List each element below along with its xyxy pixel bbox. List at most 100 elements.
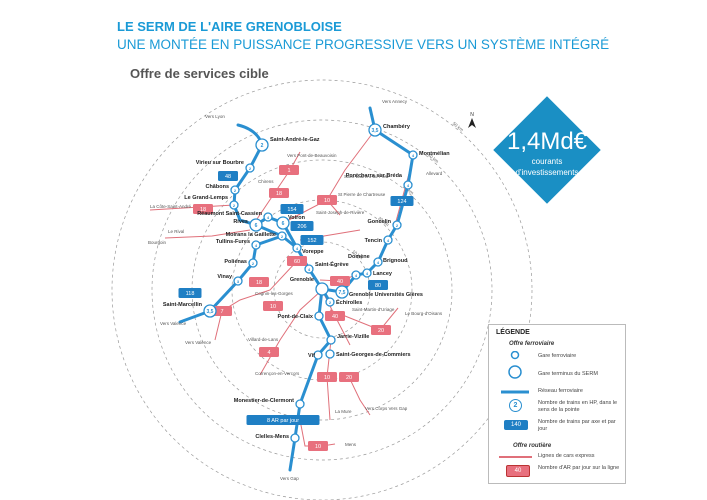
station-trains-count: 2 bbox=[281, 234, 284, 239]
station-label: Virieu sur Bourbre bbox=[196, 160, 244, 166]
ring-label: 20 km bbox=[377, 216, 390, 228]
legend-network: Réseau ferroviaire bbox=[538, 388, 583, 394]
investment-amount: 1,4Md€ bbox=[506, 128, 588, 155]
station-trains-count: 2 bbox=[261, 143, 264, 149]
station-1 bbox=[245, 163, 255, 173]
distance-ring bbox=[151, 119, 493, 461]
station-label: Lancey bbox=[373, 271, 393, 277]
place-label: La Mure bbox=[335, 409, 352, 414]
legend-coach: Lignes de cars express bbox=[538, 453, 595, 459]
legend-title: LÉGENDE bbox=[496, 329, 530, 336]
station-30 bbox=[290, 433, 300, 443]
road-badge-label: 7 bbox=[220, 309, 223, 315]
coach-line bbox=[259, 289, 323, 376]
station-label: Domène bbox=[348, 254, 370, 260]
station-7 bbox=[277, 231, 287, 241]
station-22 bbox=[403, 180, 413, 190]
rail-badge bbox=[218, 171, 238, 181]
legend-rail-section: Offre ferroviaire bbox=[509, 341, 555, 347]
road-badge bbox=[317, 372, 337, 382]
road-badge bbox=[259, 347, 279, 357]
coach-line bbox=[348, 376, 371, 416]
coach-line bbox=[214, 260, 298, 341]
north-arrow-icon bbox=[468, 118, 476, 128]
station-label: Saint-André-le-Gaz bbox=[270, 137, 320, 143]
place-label: Corrençon-en-Vercors bbox=[255, 371, 300, 376]
station-trains-count: 2 bbox=[234, 188, 237, 193]
station-trains-count: 2 bbox=[233, 203, 236, 208]
station-label: Vinay bbox=[217, 274, 233, 280]
legend-ar: Nombre d'AR par jour sur la ligne bbox=[538, 465, 620, 471]
station-label: Pontcharra sur Bréda bbox=[346, 173, 403, 179]
station-25 bbox=[314, 311, 324, 321]
place-label: Saint-Martin-d'Uriage bbox=[352, 307, 395, 312]
station-label: Saint-Marcellin bbox=[163, 302, 203, 308]
road-badge bbox=[371, 325, 391, 335]
road-badge bbox=[249, 277, 269, 287]
station-label: Poliénas bbox=[224, 259, 247, 265]
coach-line bbox=[282, 129, 376, 224]
legend-axis: Nombre de trains par axe et par jour bbox=[538, 419, 616, 432]
place-label: Vers Gap bbox=[280, 476, 299, 481]
place-label: Saint-Joseph-de-Rivière bbox=[316, 210, 365, 215]
rail-badge-label: 118 bbox=[186, 291, 195, 297]
station-trains-count: 6 bbox=[255, 223, 258, 229]
station-label: Vif bbox=[308, 353, 315, 359]
station-label: Grenoble Universités Gières bbox=[349, 292, 423, 298]
road-badge-label: 20 bbox=[346, 375, 352, 381]
road-badge bbox=[339, 372, 359, 382]
rail-badge-label: 80 bbox=[375, 283, 381, 289]
station-label: Réaumont Saint-Cassien bbox=[197, 211, 262, 217]
station-trains-count: 2 bbox=[252, 261, 255, 266]
station-label: Saint-Égrève bbox=[315, 260, 349, 268]
station-trains-count: 3 bbox=[237, 279, 240, 284]
distance-ring bbox=[231, 199, 413, 381]
section-title: Offre de services cible bbox=[130, 66, 269, 81]
north-label: N bbox=[470, 112, 474, 118]
station-trains-count: 2 bbox=[249, 166, 252, 171]
station-trains-count: 4 bbox=[355, 273, 358, 278]
ring-label: 10 km bbox=[351, 249, 364, 261]
station-label: Brignoud bbox=[383, 258, 407, 264]
station-trains-count: 4 bbox=[296, 246, 299, 251]
road-badge-label: 10 bbox=[270, 304, 276, 310]
rail-line bbox=[232, 123, 332, 304]
station-label: Goncelin bbox=[367, 219, 391, 225]
station-trains-count: 4 bbox=[308, 267, 311, 272]
station-icon bbox=[510, 351, 520, 360]
road-badge-label: 18 bbox=[200, 207, 206, 213]
place-label: Le Rival bbox=[168, 229, 184, 234]
rail-badge bbox=[390, 196, 414, 206]
ring-label: 40 km bbox=[427, 153, 440, 165]
station-trains-count: 4 bbox=[255, 243, 258, 248]
station-20 bbox=[383, 235, 393, 245]
station-label: Échirolles bbox=[336, 298, 362, 306]
legend-station: Gare ferroviaire bbox=[538, 353, 577, 359]
ring-label: 50 km bbox=[452, 121, 465, 133]
place-label: Chirens bbox=[258, 179, 274, 184]
station-label: Jarrie-Vizille bbox=[337, 334, 369, 340]
legend: LÉGENDE Offre ferroviaire Gare ferroviai… bbox=[488, 324, 626, 484]
station-13 bbox=[304, 264, 314, 274]
station-16 bbox=[335, 285, 349, 299]
road-badge bbox=[330, 276, 350, 286]
rail-badge-label: 48 bbox=[225, 174, 231, 180]
road-badge-label: 4 bbox=[267, 350, 270, 356]
rail-badge bbox=[246, 415, 320, 425]
distance-ring bbox=[111, 79, 533, 500]
station-18 bbox=[362, 268, 372, 278]
station-trains-count: 4 bbox=[412, 153, 415, 158]
station-29 bbox=[295, 399, 305, 409]
station-trains-count: 4 bbox=[387, 238, 390, 243]
station-label: Voreppe bbox=[302, 249, 324, 255]
rail-badge-label: 8 AR par jour bbox=[267, 418, 299, 424]
station-trains-count: 3,5 bbox=[372, 128, 379, 134]
place-label: Villard-de-Lans bbox=[248, 337, 279, 342]
place-label: Le Bourg-d'Oisans bbox=[405, 311, 443, 316]
title: LE SERM DE L'AIRE GRENOBLOISE bbox=[117, 19, 342, 34]
station-0 bbox=[255, 138, 269, 152]
station-26 bbox=[326, 335, 336, 345]
rail-badge bbox=[178, 288, 202, 298]
station-label: Montmélian bbox=[419, 151, 450, 157]
